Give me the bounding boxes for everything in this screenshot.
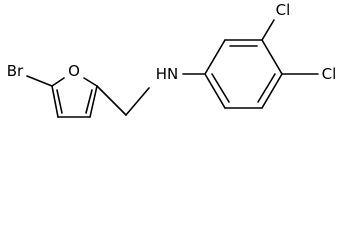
bond-c3-cl-top [261, 19, 275, 41]
atom-label-chlorine-right: Cl [322, 65, 337, 83]
benzene-ring [204, 39, 283, 109]
bond-c4-c5 [261, 73, 283, 109]
bond-ch2-n [125, 87, 150, 116]
bond-c4-c5-double [56, 89, 63, 114]
atom-label-amine: HN [156, 65, 179, 83]
bond-c1-c2 [204, 39, 226, 75]
atom-label-bromine: Br [7, 62, 24, 80]
chemical-structure-diagram: Br O HN Cl Cl [7, 1, 337, 118]
bond-c3-c4 [261, 39, 283, 75]
bond-c2-c3 [89, 85, 98, 118]
atom-label-chlorine-top: Cl [276, 1, 291, 19]
atom-label-oxygen: O [68, 62, 80, 80]
bond-o-c2 [83, 77, 98, 87]
bond-c2-ch2 [96, 85, 127, 116]
bond-c4-c5 [51, 85, 59, 118]
bond-c5-br [26, 75, 53, 87]
bond-c2-c3-double [85, 89, 93, 114]
bond-c5-o [51, 77, 65, 87]
bond-c6-c1 [204, 73, 226, 109]
furan-ring [51, 77, 98, 118]
bond-c6-c1-double [211, 73, 230, 103]
bond-c4-c5-double [257, 73, 276, 103]
